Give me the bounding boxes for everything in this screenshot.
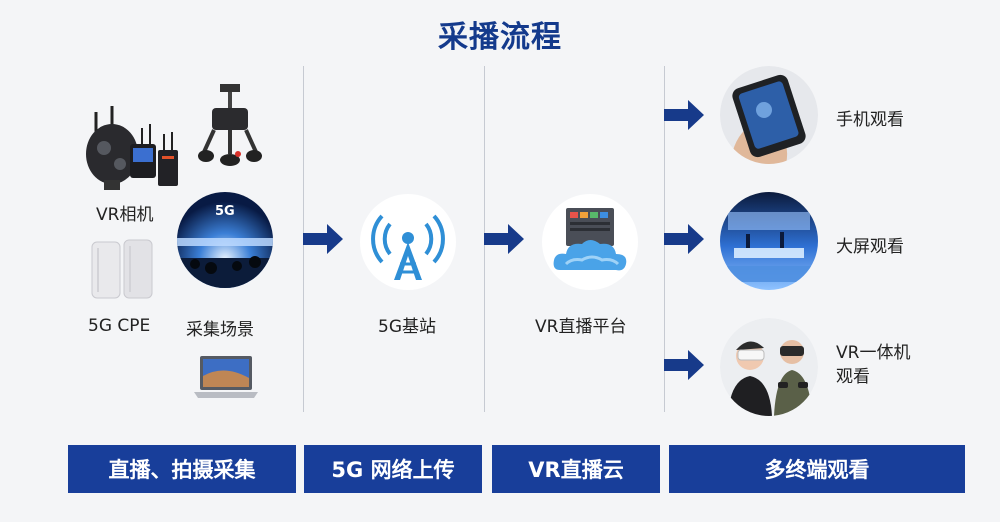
arrow-right-icon xyxy=(664,350,706,380)
5g-cpe-label: 5G CPE xyxy=(88,316,151,336)
5g-cpe-image xyxy=(90,238,154,300)
platform-label: VR直播平台 xyxy=(535,317,627,337)
arrow-right-icon xyxy=(484,224,526,254)
vr-headset-viewing-label-line1: VR一体机 xyxy=(836,343,911,363)
arrow-right-icon xyxy=(664,224,706,254)
stage-viewing: 多终端观看 xyxy=(669,445,965,493)
vr-camera-label: VR相机 xyxy=(96,205,154,225)
phone-viewing-label: 手机观看 xyxy=(836,110,904,130)
capture-scene-image: 5G xyxy=(177,192,273,288)
laptop-image xyxy=(194,354,258,400)
phone-viewing-image xyxy=(720,66,818,164)
stage-upload: 5G 网络上传 xyxy=(304,445,482,493)
stage-capture: 直播、拍摄采集 xyxy=(68,445,296,493)
scene-5g-badge: 5G xyxy=(215,204,235,219)
vr-headset-viewing-image xyxy=(720,318,818,416)
arrow-right-icon xyxy=(664,100,706,130)
page-title: 采播流程 xyxy=(438,20,562,55)
cloud-server-image xyxy=(542,194,638,290)
vr-headset-viewing-label-line2: 观看 xyxy=(836,367,870,387)
bigscreen-viewing-label: 大屏观看 xyxy=(836,237,904,257)
stage-cloud: VR直播云 xyxy=(492,445,660,493)
capture-scene-label: 采集场景 xyxy=(186,320,254,340)
base-station-label: 5G基站 xyxy=(378,317,436,337)
base-station-image xyxy=(360,194,456,290)
arrow-right-icon xyxy=(303,224,345,254)
bigscreen-viewing-image xyxy=(720,192,818,290)
camera-rig-image xyxy=(198,82,262,168)
vr-camera-image xyxy=(84,106,180,196)
